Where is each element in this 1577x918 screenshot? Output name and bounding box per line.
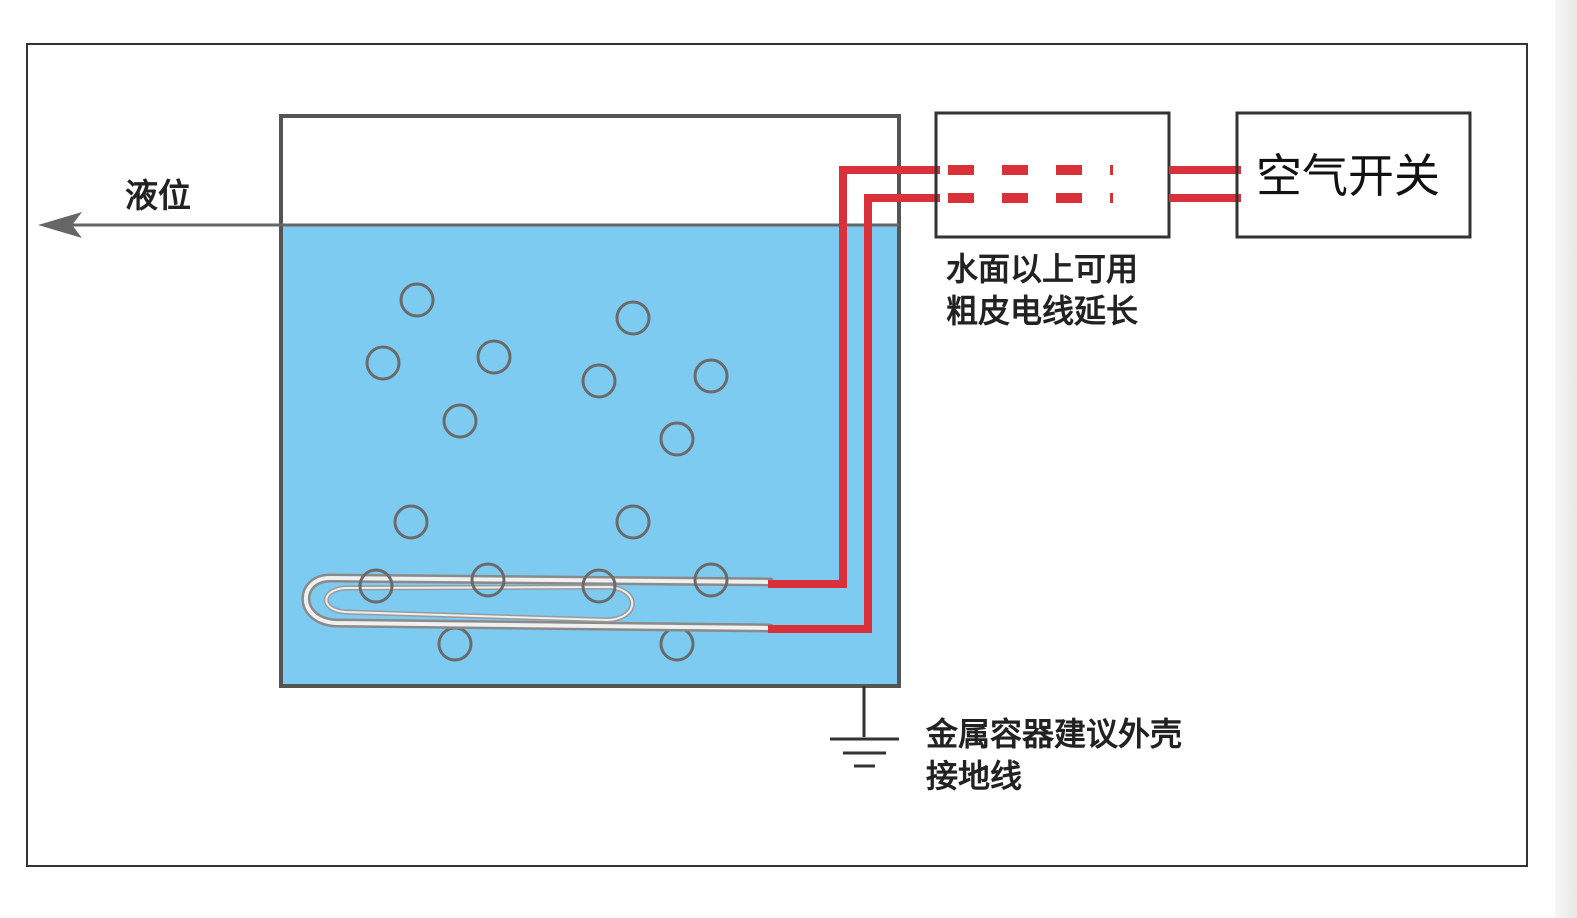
tank xyxy=(279,114,901,688)
bubble xyxy=(393,504,429,540)
bubble xyxy=(470,562,506,598)
air-switch-label: 空气开关 xyxy=(1256,149,1440,203)
bubble xyxy=(659,421,695,457)
bubble xyxy=(476,339,512,375)
bubble xyxy=(442,403,478,439)
bubble xyxy=(358,568,394,604)
page-edge-shadow xyxy=(1555,0,1577,918)
bubble xyxy=(693,562,729,598)
bubble xyxy=(365,345,401,381)
extension-note-line1: 水面以上可用 xyxy=(946,250,1138,288)
bubble xyxy=(581,568,617,604)
bubble xyxy=(581,363,617,399)
bubble xyxy=(615,300,651,336)
air-switch-box xyxy=(1235,111,1472,239)
extension-box xyxy=(934,111,1171,239)
switch-wires xyxy=(1169,166,1241,202)
liquid-level-label: 液位 xyxy=(125,176,191,215)
bubble xyxy=(615,504,651,540)
ground-note-line2: 接地线 xyxy=(926,757,1022,795)
bubble xyxy=(693,358,729,394)
liquid-level-arrowhead xyxy=(38,212,82,238)
heater-wires xyxy=(768,166,940,633)
water-body xyxy=(282,226,898,685)
ground-note-line1: 金属容器建议外壳 xyxy=(925,715,1182,753)
heating-element xyxy=(301,573,775,633)
bubble xyxy=(399,282,435,318)
extension-note-line2: 粗皮电线延长 xyxy=(946,292,1138,330)
ground-icon xyxy=(830,686,899,768)
wire-outer xyxy=(768,166,940,588)
wire-inner xyxy=(768,194,940,633)
bubbles-over-element xyxy=(358,562,729,604)
